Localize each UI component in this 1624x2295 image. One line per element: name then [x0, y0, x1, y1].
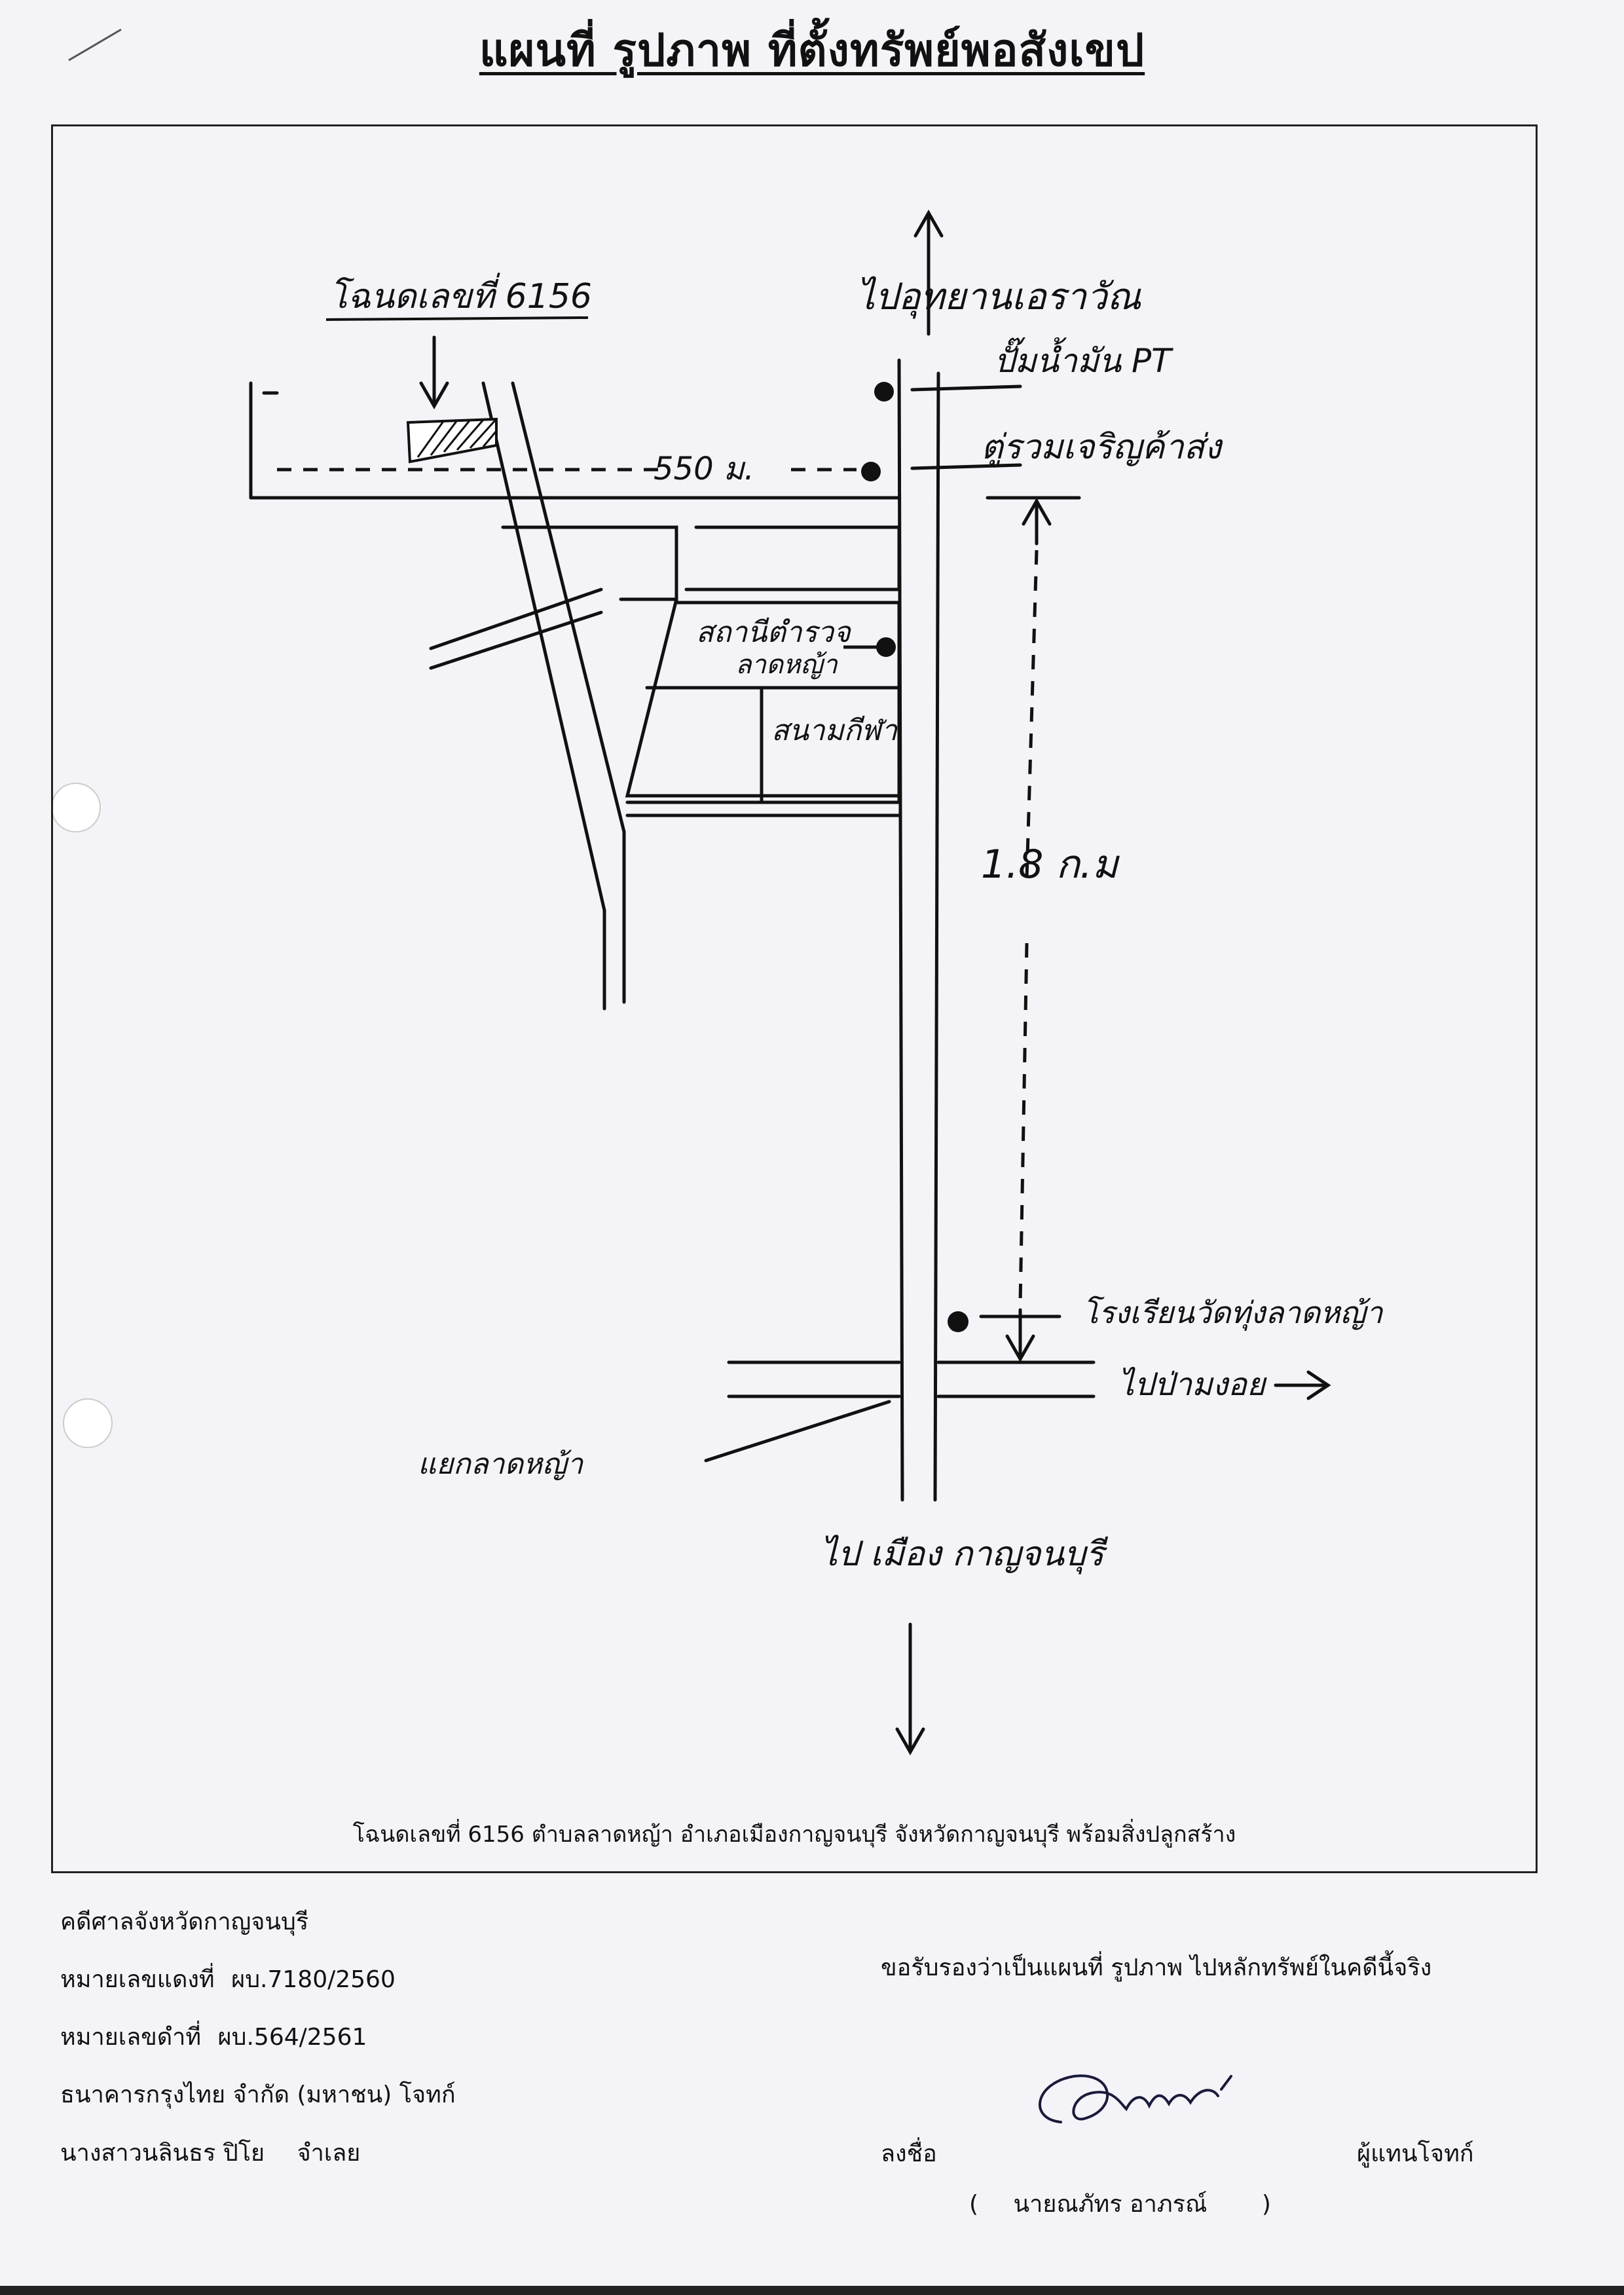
distance-18-line [1025, 550, 1039, 878]
sign-label: ลงชื่อ [881, 2140, 937, 2167]
side-road-west-edge [481, 381, 606, 912]
deed-parcel [406, 417, 498, 464]
defendant-role: จำเลย [297, 2140, 361, 2167]
distance-18-label: 1.8 ก.ม [981, 842, 1120, 887]
signer-role: ผู้แทนโจทก์ [1357, 2140, 1474, 2167]
gas-arrow [910, 384, 1022, 392]
signer-name-close-paren: ) [1261, 2191, 1271, 2218]
deed-label: โฉนดเลขที่ 6156 [329, 272, 592, 316]
block-2 [684, 525, 901, 591]
junction-label: แยกลาดหญ้า [418, 1447, 584, 1481]
junction-arrow [704, 1400, 891, 1463]
map-frame [51, 124, 1538, 1873]
distance-550-label: 550 ม. [654, 451, 754, 487]
map-caption: โฉนดเลขที่ 6156 ตำบลลาดหญ้า อำเภอเมืองกา… [352, 1821, 1236, 1848]
signer-name-open-paren: ( [969, 2191, 979, 2218]
scan-mark [65, 26, 144, 65]
signer-name: นายณภัทร อาภรณ์ [1013, 2191, 1208, 2218]
block-1 [501, 525, 678, 601]
red-number: ผบ.7180/2560 [231, 1966, 396, 1993]
west-lane-south [429, 610, 603, 670]
punch-hole-bottom [63, 1398, 113, 1448]
police-label-1: สถานีตำรวจ [696, 616, 852, 649]
police-label-2: ลาดหญ้า [735, 650, 838, 680]
plaintiff: ธนาคารกรุงไทย จำกัด (มหาชน) โจทก์ [60, 2081, 456, 2108]
gas-station-dot [874, 382, 894, 401]
black-number-row: หมายเลขดำที่ ผบ.564/2561 [60, 2018, 367, 2055]
sketch-map: โฉนดเลขที่ 6156 ไปอุทยานเอราวัณ ปั๊มน้ำม… [249, 209, 1384, 1756]
scan-bottom-edge [0, 2286, 1624, 2295]
south-label: ไป เมือง กาญจนบุรี [821, 1535, 1109, 1575]
highway-east-edge [933, 371, 940, 1502]
certification-statement: ขอรับรองว่าเป็นแผนที่ รูปภาพ ไปหลักทรัพย… [881, 1954, 1432, 1981]
signer-name-row: ( นายณภัทร อาภรณ์ ) [969, 2185, 1271, 2222]
black-number-label: หมายเลขดำที่ [60, 2024, 202, 2051]
east-label: ไปป่ามงอย [1118, 1366, 1267, 1403]
shop-label: ตู่รวมเจริญค้าส่ง [981, 428, 1223, 468]
stadium-label: สนามกีฬา [771, 714, 898, 747]
red-number-label: หมายเลขแดงที่ [60, 1966, 215, 1993]
police-dot [876, 637, 896, 657]
shop-dot [861, 462, 881, 481]
west-lane-north [429, 588, 603, 650]
gas-station-label: ปั๊มน้ำมัน PT [994, 337, 1173, 380]
north-label: ไปอุทยานเอราวัณ [857, 276, 1142, 319]
shop-arrow [910, 463, 1022, 470]
signature [1039, 2074, 1232, 2123]
school-label: โรงเรียนวัดทุ่งลาดหญ้า [1082, 1295, 1384, 1331]
page-title: แผนที่ รูปภาพ ที่ตั้งทรัพย์พอสังเขป [479, 25, 1145, 77]
black-number: ผบ.564/2561 [217, 2024, 367, 2051]
side-road-east-edge [511, 381, 626, 834]
defendant-row: นางสาวนลินธร ปิโย จำเลย [60, 2134, 360, 2171]
defendant-name: นางสาวนลินธร ปิโย [60, 2140, 265, 2167]
court-name: คดีศาลจังหวัดกาญจนบุรี [60, 1909, 309, 1935]
school-dot [948, 1311, 969, 1332]
red-number-row: หมายเลขแดงที่ ผบ.7180/2560 [60, 1960, 396, 1998]
